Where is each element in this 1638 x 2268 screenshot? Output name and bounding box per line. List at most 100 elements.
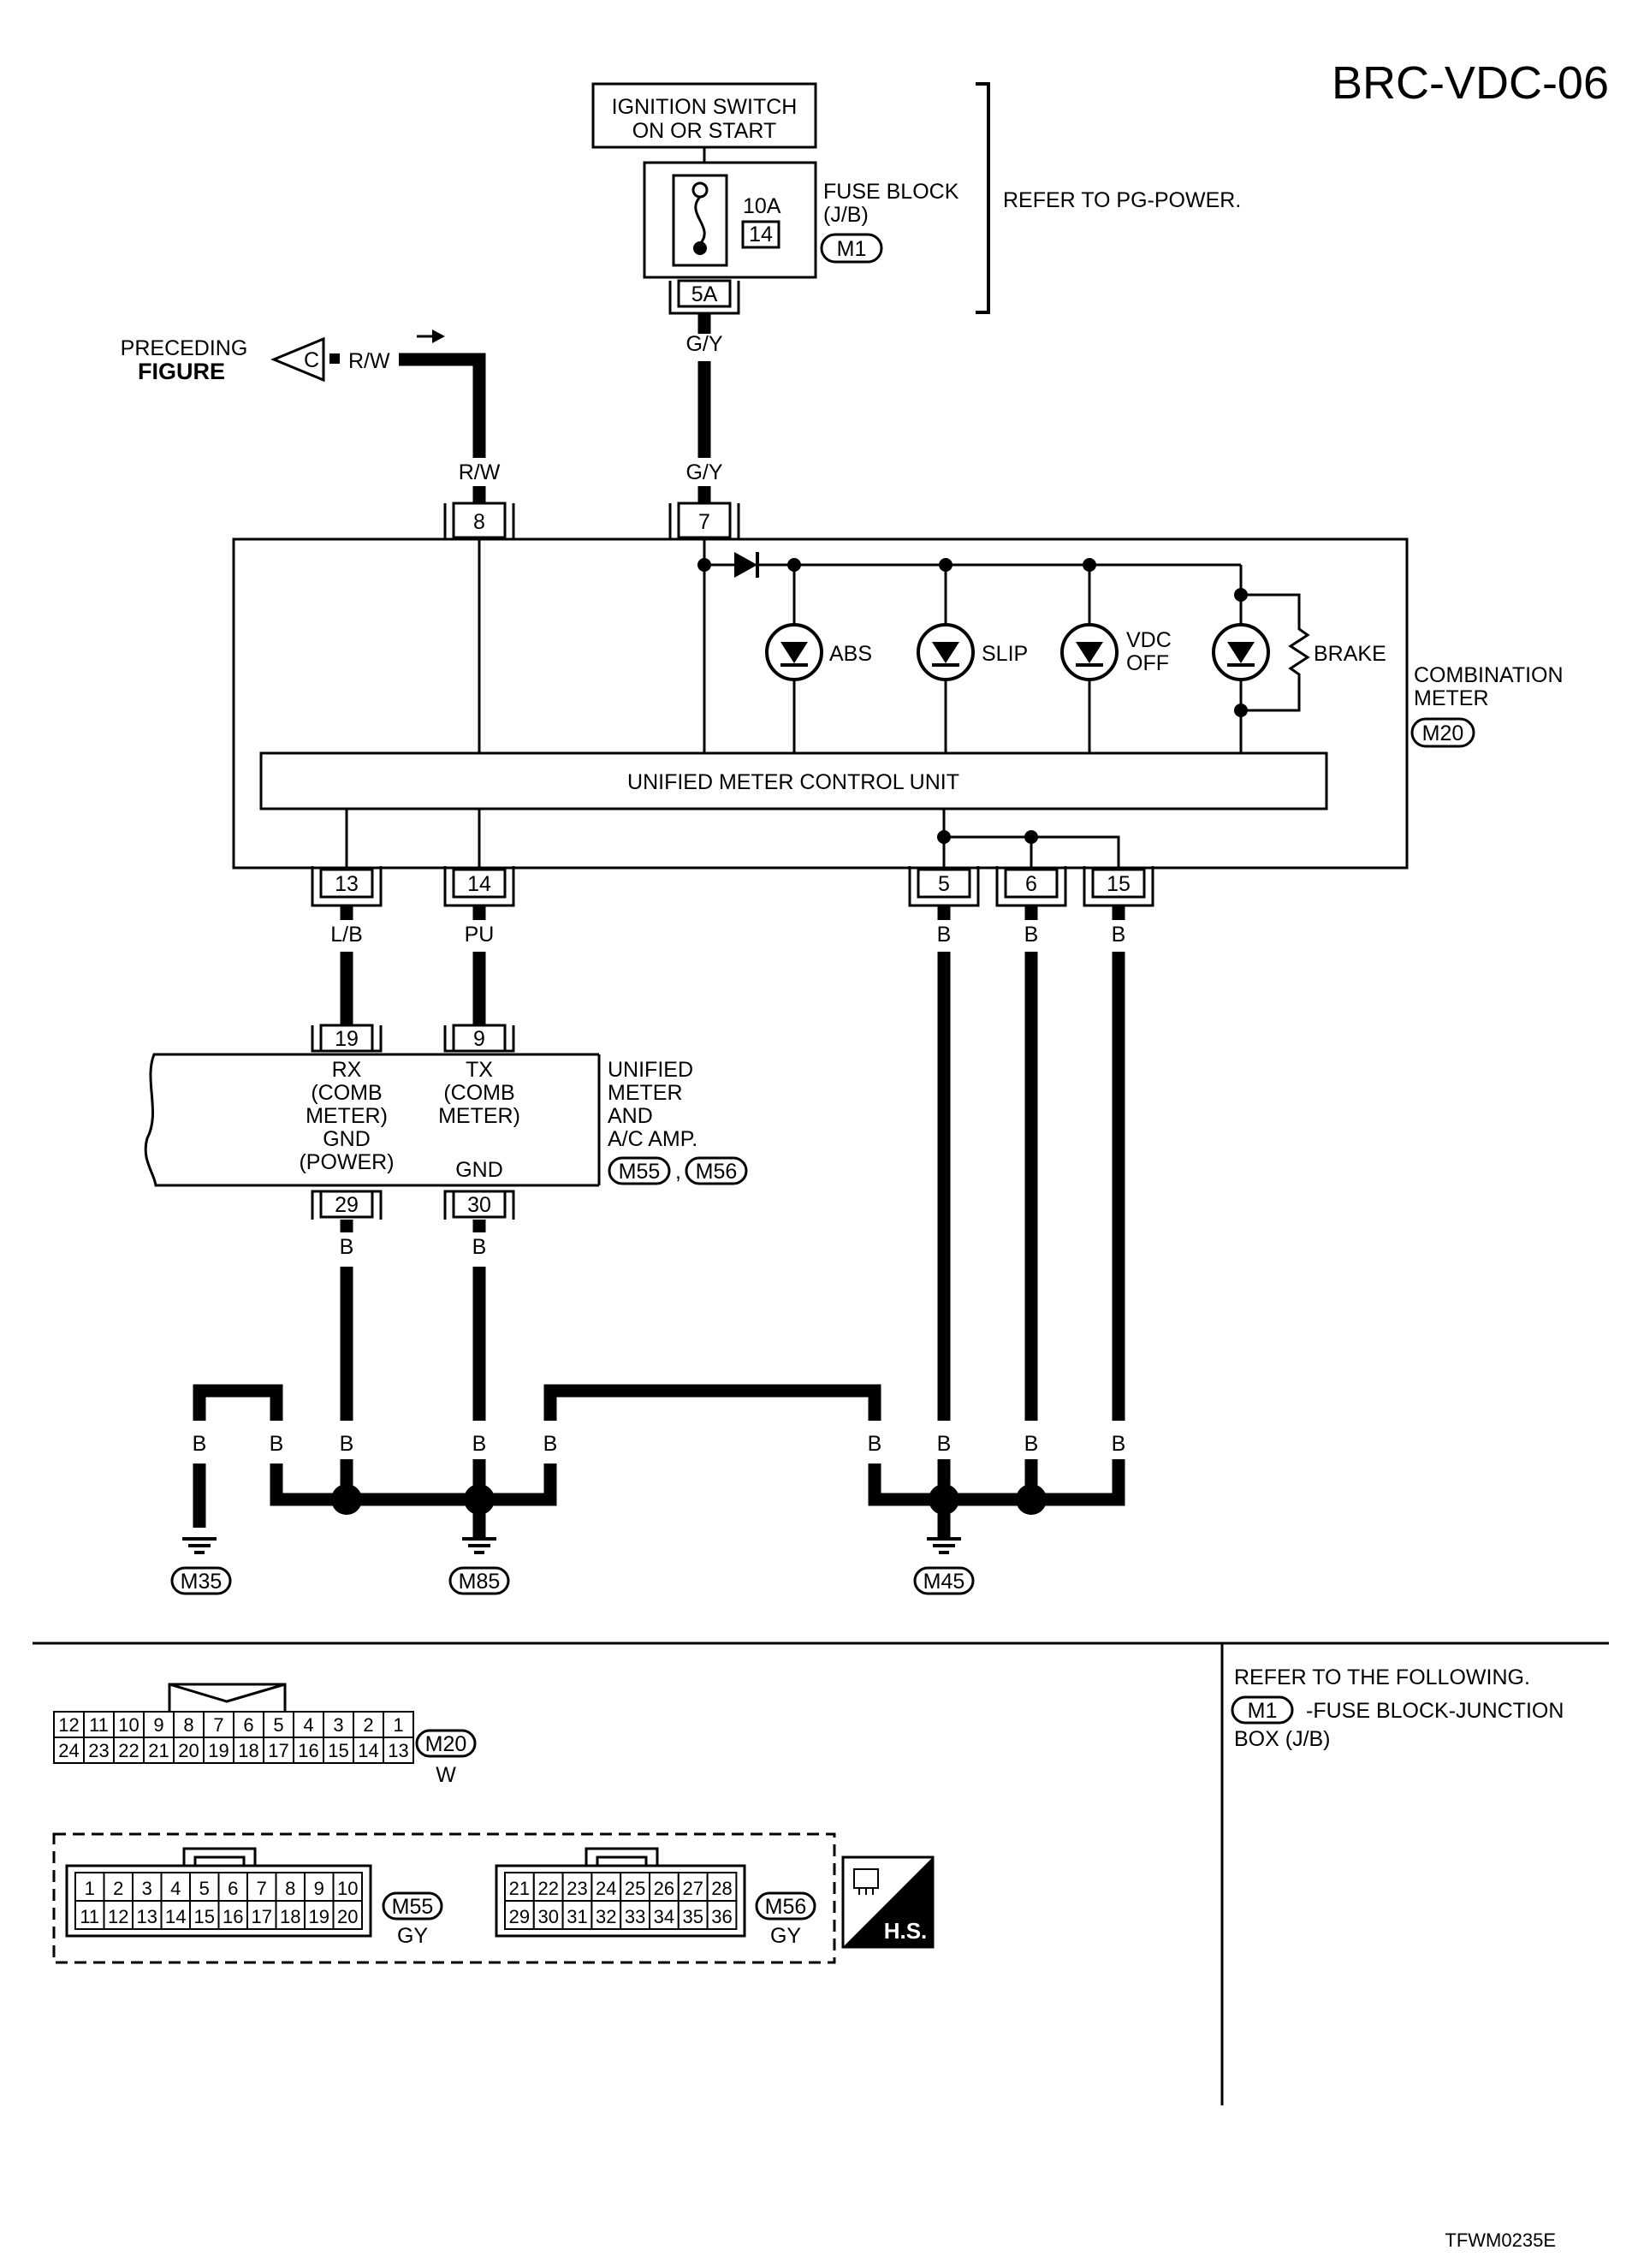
pin-cell: [275, 1900, 306, 1930]
pin-number: 10: [118, 1714, 139, 1736]
pin-number: 23: [88, 1740, 109, 1761]
amp-label-2: METER: [608, 1081, 683, 1105]
pin-cell: [504, 1872, 535, 1902]
pin-cell: [103, 1872, 134, 1902]
preceding-figure-label: FIGURE: [138, 359, 225, 384]
m20-latch: [168, 1683, 287, 1712]
fuse-block-label-jb: (J/B): [823, 203, 869, 227]
terminal-5: 5: [938, 872, 950, 896]
wire-b-label-g7: B: [937, 1432, 952, 1456]
lamp-off-label: OFF: [1126, 651, 1169, 675]
pin-number: 36: [711, 1906, 732, 1927]
pin-cell: [304, 1900, 335, 1930]
preceding-label: PRECEDING: [121, 336, 248, 360]
tx-label-3: METER): [438, 1104, 520, 1128]
wire-b-label-5: B: [937, 923, 952, 947]
wire-b-label-g1: B: [193, 1432, 207, 1456]
pin-number: 26: [654, 1878, 674, 1899]
amp-connector-group: [52, 1832, 836, 1964]
pin-number: 11: [80, 1906, 99, 1927]
pin-number: 24: [58, 1740, 79, 1761]
combination-meter-label-2: METER: [1414, 686, 1489, 710]
wire-b-label-g8: B: [1024, 1432, 1039, 1456]
ignition-switch-state: ON OR START: [632, 119, 777, 143]
pin-cell: [263, 1711, 294, 1738]
pin-cell: [233, 1737, 264, 1764]
lamp-slip-label: SLIP: [982, 642, 1028, 666]
gnd-label: GND: [455, 1158, 503, 1182]
combination-meter-connector: M20: [1422, 721, 1464, 745]
amp-label: UNIFIED: [608, 1058, 693, 1082]
wire-b-label-29: B: [340, 1235, 354, 1259]
ignition-switch-label: IGNITION SWITCH: [612, 95, 798, 119]
pin-number: 13: [388, 1740, 408, 1761]
pin-cell: [263, 1737, 294, 1764]
pin-number: 24: [596, 1878, 616, 1899]
pin-cell: [113, 1737, 145, 1764]
ground-m85: M85: [459, 1570, 501, 1594]
fuse-block-label: FUSE BLOCK: [823, 180, 959, 204]
terminal-8: 8: [473, 510, 485, 534]
pin-number: 12: [108, 1906, 128, 1927]
control-unit-label: UNIFIED METER CONTROL UNIT: [627, 770, 959, 794]
pin-cell: [706, 1872, 738, 1902]
pin-number: 14: [358, 1740, 378, 1761]
pin-cell: [504, 1900, 535, 1930]
pin-number: 4: [303, 1714, 313, 1736]
tx-label: TX: [466, 1058, 493, 1082]
pin-number: 10: [337, 1878, 358, 1899]
page-code: BRC-VDC-06: [1332, 57, 1609, 109]
pin-number: 16: [223, 1906, 243, 1927]
pin-cell: [561, 1872, 593, 1902]
pin-number: 20: [337, 1906, 358, 1927]
pin-number: 13: [137, 1906, 157, 1927]
rx-label-2: (COMB: [311, 1081, 382, 1105]
pin-number: 7: [257, 1878, 267, 1899]
amp-connector-separator: ,: [675, 1160, 681, 1184]
pin-number: 17: [252, 1906, 272, 1927]
pin-number: 9: [153, 1714, 163, 1736]
pin-number: 27: [682, 1878, 703, 1899]
pin-number: 15: [194, 1906, 215, 1927]
pin-cell: [203, 1737, 234, 1764]
pin-number: 2: [113, 1878, 123, 1899]
wire-b-label-g9: B: [1112, 1432, 1126, 1456]
pin-number: 8: [285, 1878, 295, 1899]
pin-number: 8: [183, 1714, 193, 1736]
ground-icon-m45: [927, 1537, 961, 1554]
wire-b-label-g2: B: [270, 1432, 284, 1456]
combination-meter-box: [232, 537, 1409, 870]
amp-label-3: AND: [608, 1104, 653, 1128]
pin-cell: [246, 1900, 277, 1930]
refer-desc: -FUSE BLOCK-JUNCTION: [1306, 1699, 1564, 1723]
lamp-slip-icon: [917, 565, 975, 753]
pin-cell: [532, 1900, 564, 1930]
pin-number: 5: [273, 1714, 283, 1736]
pin-number: 21: [509, 1878, 530, 1899]
fuse-icon: [694, 195, 706, 246]
pin-number: 28: [711, 1878, 732, 1899]
pin-number: 11: [89, 1714, 109, 1736]
connector-m20-color: W: [436, 1763, 456, 1787]
pin-number: 34: [654, 1906, 674, 1927]
pin-cell: [103, 1900, 134, 1930]
pin-number: 23: [567, 1878, 587, 1899]
pin-cell: [189, 1900, 220, 1930]
wire-b-label-g4: B: [472, 1432, 487, 1456]
diode-icon: [734, 552, 757, 578]
pin-cell: [74, 1872, 105, 1902]
terminal-19: 19: [335, 1027, 359, 1051]
hs-badge: H.S.: [841, 1855, 935, 1949]
pin-number: 35: [682, 1906, 703, 1927]
pin-cell: [561, 1900, 593, 1930]
wire-rw-label: R/W: [459, 460, 501, 484]
unified-meter-control-unit: [259, 751, 1328, 810]
fuse-block: 10A 14: [643, 161, 817, 279]
terminal-5a: 5A: [691, 282, 718, 306]
pin-number: 19: [208, 1740, 228, 1761]
lamp-brake-icon: [1212, 565, 1270, 753]
ground-m45: M45: [923, 1570, 965, 1594]
